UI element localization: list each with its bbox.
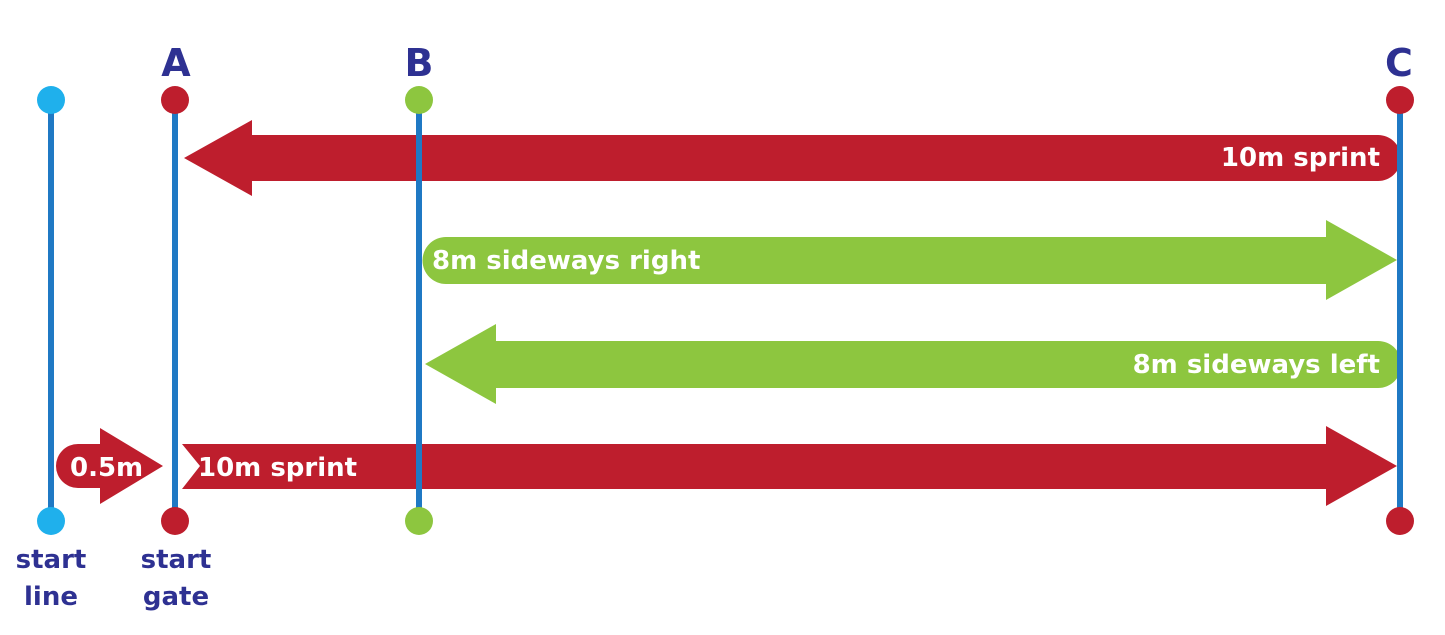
cone-dots (37, 86, 1414, 535)
arrow-sideways-left-shape (425, 324, 1402, 404)
start-gate-label-2: gate (143, 582, 209, 612)
marker-a-label: A (161, 41, 191, 85)
arrow-sprint-out-shape (182, 426, 1397, 506)
arrow-sideways-left-label: 8m sideways left (1133, 350, 1380, 380)
arrow-sideways-right-shape (422, 220, 1397, 300)
bottom-labels: start line start gate (16, 545, 212, 612)
start-line-label-2: line (24, 582, 78, 612)
start-gate-label-1: start (141, 545, 212, 575)
marker-b-label: B (405, 41, 434, 85)
start-line-top-dot (37, 86, 65, 114)
marker-c-label: C (1385, 41, 1413, 85)
arrow-sideways-left: 8m sideways left (425, 324, 1402, 404)
marker-a-bottom-dot (161, 507, 189, 535)
start-line-bottom-dot (37, 507, 65, 535)
arrow-sprint-back: 10m sprint (184, 120, 1401, 196)
marker-letters: A B C (161, 41, 1413, 85)
marker-c-bottom-dot (1386, 507, 1414, 535)
marker-c-top-dot (1386, 86, 1414, 114)
arrow-sprint-back-label: 10m sprint (1221, 143, 1380, 173)
arrow-approach-label: 0.5m (70, 453, 143, 483)
arrow-sideways-right-label: 8m sideways right (432, 246, 700, 276)
arrow-sprint-out-label: 10m sprint (198, 453, 357, 483)
marker-a-top-dot (161, 86, 189, 114)
arrow-sprint-back-shape (184, 120, 1401, 196)
arrow-sprint-out: 10m sprint (182, 426, 1397, 506)
marker-b-top-dot (405, 86, 433, 114)
start-line-label-1: start (16, 545, 87, 575)
marker-lines (48, 100, 1403, 521)
arrow-approach-shape (56, 428, 163, 504)
marker-b-bottom-dot (405, 507, 433, 535)
arrow-sideways-right: 8m sideways right (422, 220, 1397, 300)
arrow-approach: 0.5m (56, 428, 163, 504)
